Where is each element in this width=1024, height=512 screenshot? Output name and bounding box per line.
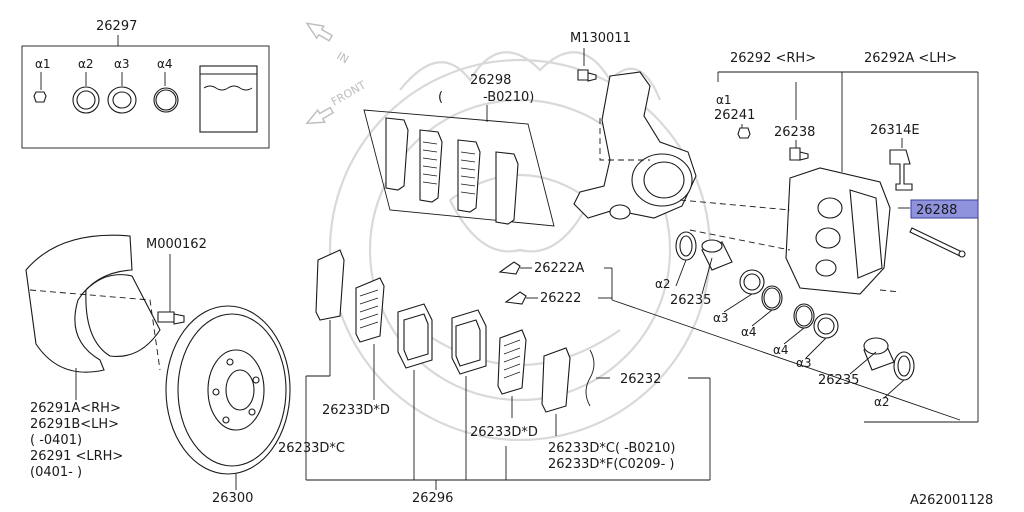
callout-26292-rh: 26292 <RH>: [730, 51, 816, 66]
caliper-bolt-part: [789, 147, 809, 161]
brake-rotor-part: 26300: [165, 305, 291, 506]
callout-a3-mid: α3: [713, 311, 729, 325]
pad-set-26298: 26298 ( -B0210): [363, 73, 555, 227]
callout-m130011: M130011: [570, 31, 631, 46]
callout-26291-range: (0401- ): [30, 465, 82, 480]
callout-26314e: 26314E: [870, 123, 920, 138]
callout-26235-b: 26235: [818, 373, 859, 388]
callout-a3-top: α3: [114, 57, 130, 71]
bleeder-cap-part: [33, 91, 47, 103]
shim-26222-part: [504, 291, 527, 305]
direction-front-indicator: FRONT: [305, 78, 368, 125]
direction-in-indicator: IN: [305, 22, 351, 66]
direction-in-label: IN: [335, 49, 351, 66]
diagram-code: A262001128: [910, 493, 993, 508]
callout-26232: 26232: [620, 372, 661, 387]
callout-a4-low: α4: [773, 343, 789, 357]
callout-26222: 26222: [540, 291, 581, 306]
piston-part-lower: [863, 337, 895, 371]
callout-26298-paren: (: [438, 90, 443, 105]
callout-a3-low: α3: [796, 356, 812, 370]
direction-front-label: FRONT: [329, 78, 368, 108]
callout-26298: 26298: [470, 73, 511, 88]
grease-pack-part: [199, 65, 258, 133]
callout-a4-top: α4: [157, 57, 173, 71]
callout-26291b: 26291B<LH>: [30, 417, 119, 432]
callout-26296: 26296: [412, 491, 453, 506]
callout-26233d-c-right: 26233D*C( -B0210): [548, 441, 675, 456]
seal-kit-box: 26297 α1 α2 α3 α4: [21, 19, 270, 149]
callout-26233d-d-left: 26233D*D: [322, 403, 390, 418]
shim-group: 26222A 26222: [498, 261, 613, 306]
shield-bolt-part: [157, 311, 185, 325]
callout-a4-mid: α4: [741, 325, 757, 339]
bleeder-screw-part: [737, 127, 751, 139]
pad-26233d-c-right-part: [541, 347, 571, 413]
pad-clip-part: [889, 149, 913, 191]
callout-a1-mid: α1: [716, 93, 732, 107]
caliper-assembly: 26292 <RH> 26292A <LH> α1 26241 26238 26…: [679, 51, 979, 423]
callout-26292a-lh: 26292A <LH>: [864, 51, 957, 66]
knuckle-bolt-part: [577, 69, 597, 82]
pad-pin-part: [909, 227, 963, 257]
callout-26288: 26288: [916, 203, 957, 218]
piston-part-upper: [701, 239, 733, 271]
callout-26298-range: -B0210): [483, 90, 534, 105]
callout-26238: 26238: [774, 125, 815, 140]
piston-seal-chain: α2 26235 α3 α4 α4 α3 26235 α2: [611, 231, 961, 421]
callout-26288-highlight: [910, 199, 979, 219]
callout-26233d-f: 26233D*F(C0209- ): [548, 457, 674, 472]
callout-26222a: 26222A: [534, 261, 584, 276]
dust-shield-part: M000162 26291A<RH> 26291B<LH> ( -0401) 2…: [25, 234, 207, 480]
callout-26291b-range: ( -0401): [30, 433, 82, 448]
pad-26233d-d-left-part: [355, 277, 385, 343]
callout-a2-top: α2: [78, 57, 94, 71]
callout-26291: 26291 <LRH>: [30, 449, 123, 464]
callout-m000162: M000162: [146, 237, 207, 252]
pad-set-26296: 26232 26233D*D 26233D*C 26233D*D 26233D*…: [278, 249, 711, 506]
callout-26241: 26241: [714, 108, 755, 123]
callout-26233d-d-right: 26233D*D: [470, 425, 538, 440]
callout-a2-mid: α2: [655, 277, 671, 291]
callout-26291a: 26291A<RH>: [30, 401, 121, 416]
callout-26235-a: 26235: [670, 293, 711, 308]
pad-26233d-c-left-part: [315, 249, 345, 321]
pad-26233d-d-right-part: [497, 329, 527, 395]
steering-knuckle-part: M130011: [570, 31, 697, 220]
callout-26233d-c-left: 26233D*C: [278, 441, 345, 456]
callout-26297: 26297: [96, 19, 137, 34]
callout-a1-top: α1: [35, 57, 51, 71]
callout-26300: 26300: [212, 491, 253, 506]
callout-a2-low: α2: [874, 395, 890, 409]
shim-26222a-part: [498, 261, 521, 275]
